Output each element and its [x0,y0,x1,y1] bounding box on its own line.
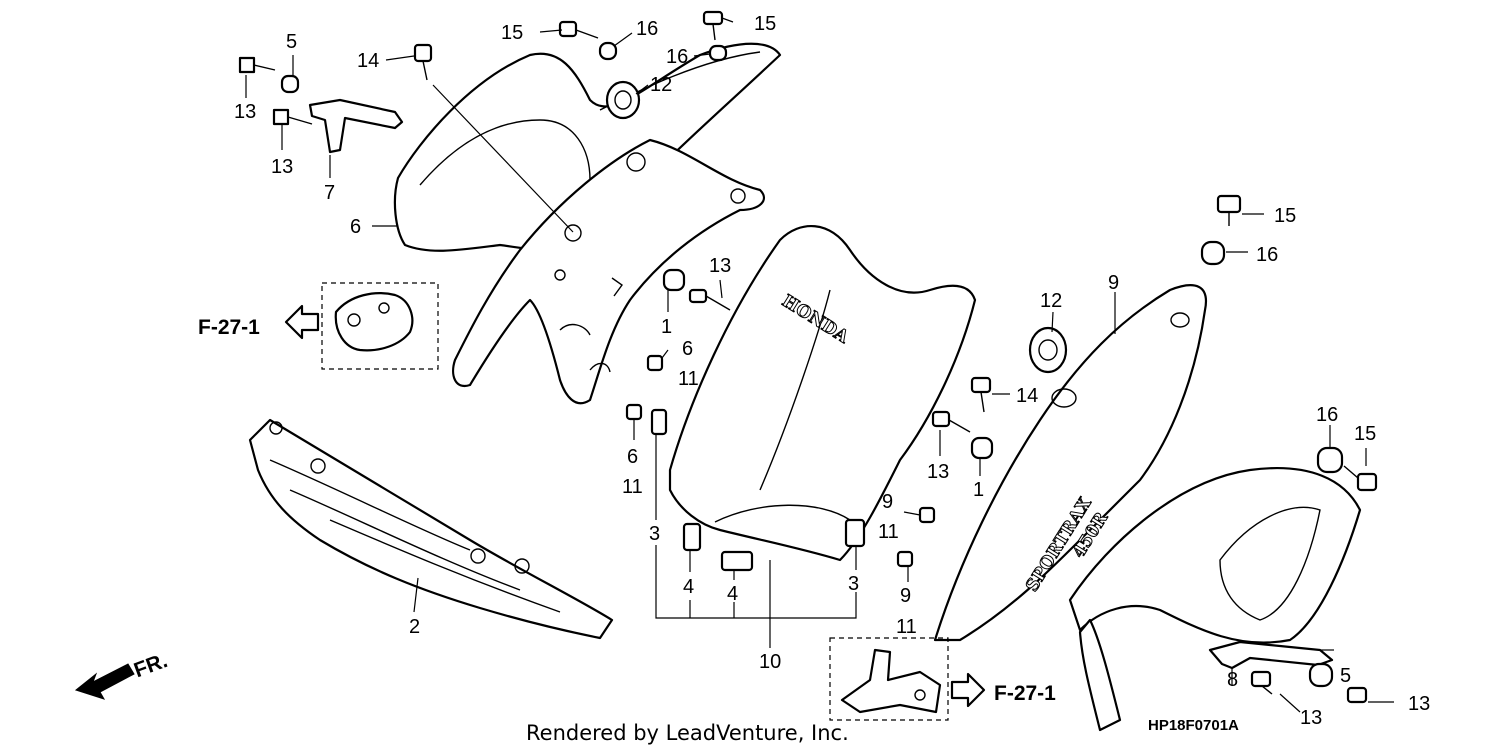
callout-label: 16 [1316,404,1338,426]
callout-label: 2 [409,616,420,638]
inset-left [321,282,439,370]
callout-label: 13 [709,255,731,277]
side-cover-part-9: SPORTRAX 450R [933,284,1208,642]
upper-hardware [558,10,728,120]
arrow-left-ref [284,304,320,340]
pads [625,354,936,572]
callout-labels: 15 16 15 16 5 14 13 12 13 7 6 13 1 6 11 … [234,13,1430,729]
callout-label: 14 [1016,385,1038,407]
callout-label: 6 [350,216,361,238]
callout-label: 8 [1227,669,1238,691]
grille-part-2 [248,418,614,640]
front-direction-label: FR. [131,649,171,682]
reference-label-right: F-27-1 [994,682,1056,705]
callout-label: 7 [324,182,335,204]
callout-label: 10 [759,651,781,673]
callout-label: 16 [1256,244,1278,266]
callout-label: 1 [661,316,672,338]
arrow-right-ref [950,672,986,708]
callout-label: 13 [1408,693,1430,715]
callout-label: 16 [636,18,658,40]
callout-label: 3 [649,523,660,545]
bracket-part-7 [238,43,433,154]
leader-lines [245,17,1394,713]
callout-label: 9 [1108,272,1119,294]
callout-label: 5 [286,31,297,53]
windscreen-part-6 [393,42,782,253]
bracket-part-8 [1208,446,1378,704]
callout-label: 13 [927,461,949,483]
callout-label: 15 [754,13,776,35]
callout-label: 13 [234,101,256,123]
callout-label: 14 [357,50,379,72]
callout-label: 4 [683,576,694,598]
callout-label: 13 [271,156,293,178]
callout-label: 13 [1300,707,1322,729]
inset-right [829,637,949,721]
headlight-lens [1068,467,1362,732]
callout-label: 11 [622,476,643,498]
credit-text: Rendered by LeadVenture, Inc. [526,721,849,745]
callout-label: 9 [900,585,911,607]
callout-label: 9 [882,491,893,513]
callout-label: 12 [650,74,672,96]
callout-label: 5 [1340,665,1351,687]
callout-label: 4 [727,583,738,605]
reference-label-left: F-27-1 [198,316,260,339]
front-cowl-part-10: HONDA [668,225,977,562]
callout-label: 6 [627,446,638,468]
arrow-front [74,663,135,700]
center-hardware [662,268,994,460]
callout-label: 11 [896,616,917,638]
right-hardware [970,194,1242,413]
callout-label: 11 [678,368,699,390]
callout-label: 12 [1040,290,1062,312]
callout-label: 6 [682,338,693,360]
callout-label: 1 [973,479,984,501]
diagram-code: HP18F0701A [1148,717,1239,734]
callout-label: 16 [666,46,688,68]
callout-label: 11 [878,521,899,543]
callout-label: 3 [848,573,859,595]
callout-label: 15 [1274,205,1296,227]
callout-label: 15 [1354,423,1376,445]
meter-bracket-frame [452,138,765,405]
callout-label: 15 [501,22,523,44]
